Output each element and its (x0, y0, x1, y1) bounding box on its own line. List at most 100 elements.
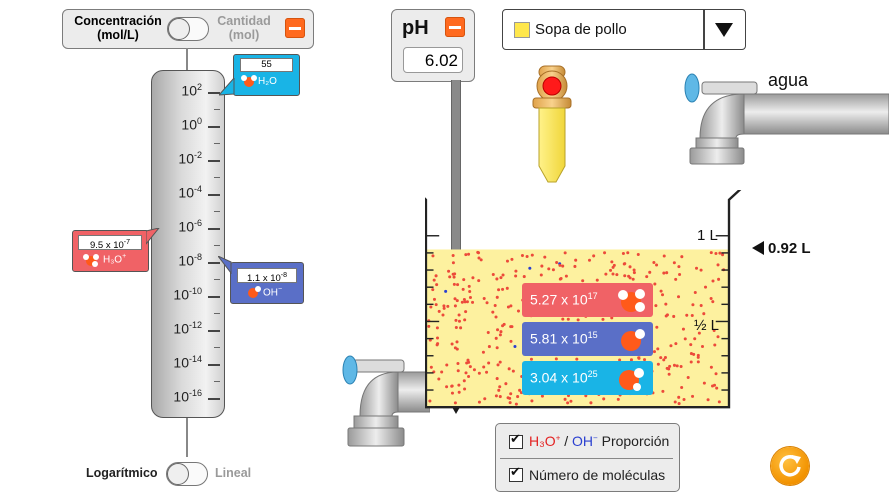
particle (507, 367, 511, 371)
particle (495, 346, 499, 350)
dropper-icon[interactable] (527, 64, 577, 190)
particle (435, 326, 439, 330)
particle (682, 397, 686, 402)
particle (477, 371, 481, 375)
ratio-label[interactable]: H₃O+ / OH− Proporción (529, 433, 670, 449)
particle (497, 288, 501, 292)
particle (506, 305, 510, 309)
scale-toggle-switch[interactable] (166, 462, 208, 486)
particle (453, 297, 457, 301)
units-toggle-switch[interactable] (167, 17, 209, 41)
h3o-count-box: 5.27 x 1017 (522, 283, 653, 317)
water-faucet[interactable] (684, 64, 889, 168)
particle (611, 265, 615, 269)
h3o-count-value: 5.27 x 1017 (530, 291, 598, 308)
scale-tick-mark (208, 296, 220, 298)
molecule-count-checkbox[interactable] (509, 465, 523, 482)
particle (717, 400, 721, 404)
particle (566, 317, 570, 321)
h2o-callout[interactable]: 55 H₂O (233, 54, 300, 96)
particle (628, 265, 632, 269)
scale-toggle-knob[interactable] (167, 463, 189, 485)
particle (700, 344, 705, 348)
scale-tick-mark (208, 262, 220, 264)
scale-minor-tick (214, 347, 220, 348)
particle (686, 376, 690, 380)
particle (611, 272, 615, 276)
units-toggle-knob[interactable] (168, 18, 190, 40)
particle (680, 255, 684, 259)
ratio-checkbox[interactable] (509, 432, 523, 449)
particle (680, 385, 684, 389)
scale-minor-tick (214, 211, 220, 212)
particle (497, 388, 501, 392)
particle (659, 289, 663, 293)
drain-faucet[interactable] (340, 352, 430, 448)
particle (609, 268, 613, 272)
chevron-down-icon[interactable] (714, 22, 734, 38)
particle (450, 391, 454, 395)
collapse-ph-button[interactable] (445, 17, 465, 37)
particle (561, 264, 565, 268)
particle (689, 360, 693, 364)
particle (540, 394, 544, 398)
particle (540, 264, 544, 268)
particle (702, 312, 706, 316)
particle (453, 346, 457, 350)
particle (623, 274, 627, 278)
concentration-label: Concentración (mol/L) (74, 14, 162, 42)
scale-tick-label: 10-12 (173, 320, 202, 337)
particle (429, 305, 433, 309)
particle (501, 287, 505, 291)
particle (569, 399, 573, 403)
particle (714, 372, 718, 376)
particle (661, 293, 665, 297)
collapse-scale-button[interactable] (285, 18, 305, 38)
particle (468, 290, 472, 294)
h3o-molecule-icon (83, 254, 99, 267)
particle (432, 278, 436, 282)
particle (558, 263, 562, 267)
oh-label: OH− (263, 286, 283, 299)
molecule-count-label[interactable]: Número de moléculas (529, 467, 666, 483)
particle (451, 254, 455, 258)
h2o-molecule-icon (241, 75, 257, 87)
particle (441, 313, 445, 317)
particle (452, 275, 456, 279)
particle (637, 356, 641, 360)
particle (714, 251, 718, 255)
particle (709, 251, 713, 255)
particle (589, 401, 593, 405)
particle (494, 336, 498, 340)
particle (437, 309, 441, 313)
particle (451, 272, 455, 276)
particle (440, 370, 444, 374)
particle (691, 303, 695, 307)
reset-button[interactable] (771, 447, 809, 485)
particle (445, 363, 449, 367)
particle (677, 402, 681, 406)
particle (696, 355, 700, 359)
particle (464, 253, 468, 257)
particle (447, 269, 451, 273)
ph-title: pH (402, 17, 429, 39)
particle (561, 317, 565, 321)
particle (431, 288, 435, 292)
particle (574, 258, 578, 262)
ph-meter: pH 6.02 (391, 9, 475, 82)
scale-minor-tick (214, 245, 220, 246)
particle (648, 270, 652, 274)
particle (681, 327, 685, 331)
particle (601, 317, 605, 321)
particle (643, 358, 647, 362)
particle (498, 385, 502, 389)
logarithmic-label: Logarítmico (86, 466, 158, 480)
h3o-callout[interactable]: 9.5 x 10-7 H₃O+ (72, 230, 149, 272)
particle (462, 278, 466, 282)
solute-dropdown[interactable]: Sopa de pollo (502, 9, 746, 50)
half-liter-mark: ½ L (694, 317, 720, 334)
ph-probe-rod[interactable] (451, 80, 461, 378)
particle (434, 274, 438, 278)
oh-callout[interactable]: 1.1 x 10-8 OH− (230, 262, 304, 304)
scale-tick-mark (208, 398, 220, 400)
